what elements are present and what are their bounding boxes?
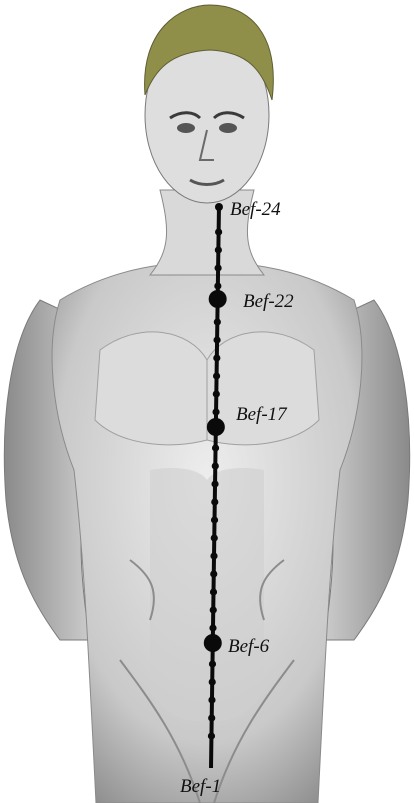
acupoint-dot (215, 264, 222, 271)
acupoint-dot (210, 606, 217, 613)
label-bef-1: Bef-1 (180, 776, 221, 797)
label-bef-22: Bef-22 (243, 291, 294, 312)
acupoint-dot (208, 696, 215, 703)
acupoint-dot (212, 408, 219, 415)
acupoint-dot (209, 678, 216, 685)
acupoint-bef-6 (204, 634, 222, 652)
label-bef-24: Bef-24 (230, 199, 281, 220)
acupoint-dot (210, 552, 217, 559)
head (145, 5, 274, 203)
acupoint-dot (208, 714, 215, 721)
acupoint-dot (211, 516, 218, 523)
acupoint-dot (210, 588, 217, 595)
acupoint-dot (213, 336, 220, 343)
acupoint-dot (214, 318, 221, 325)
label-bef-17: Bef-17 (236, 404, 288, 425)
acupoint-dot (215, 246, 222, 253)
acupoint-dot (211, 480, 218, 487)
acupoint-bef-17 (207, 418, 225, 436)
acupoint-dot (211, 534, 218, 541)
acupoint-dot (208, 732, 215, 739)
acupoint-dot (212, 444, 219, 451)
acupoint-dot (212, 462, 219, 469)
acupoint-bef-24 (215, 203, 223, 211)
acupoint-bef-22 (209, 290, 227, 308)
acupoint-dot (210, 570, 217, 577)
acupoint-dot (214, 282, 221, 289)
acupoint-dot (209, 660, 216, 667)
acupoint-dot (213, 354, 220, 361)
torso (52, 262, 362, 803)
acupoint-dot (213, 390, 220, 397)
acupoint-dot (211, 498, 218, 505)
label-bef-6: Bef-6 (228, 636, 270, 657)
acupoint-dot (213, 372, 220, 379)
acupoint-dot (209, 624, 216, 631)
acupoint-dot (215, 228, 222, 235)
